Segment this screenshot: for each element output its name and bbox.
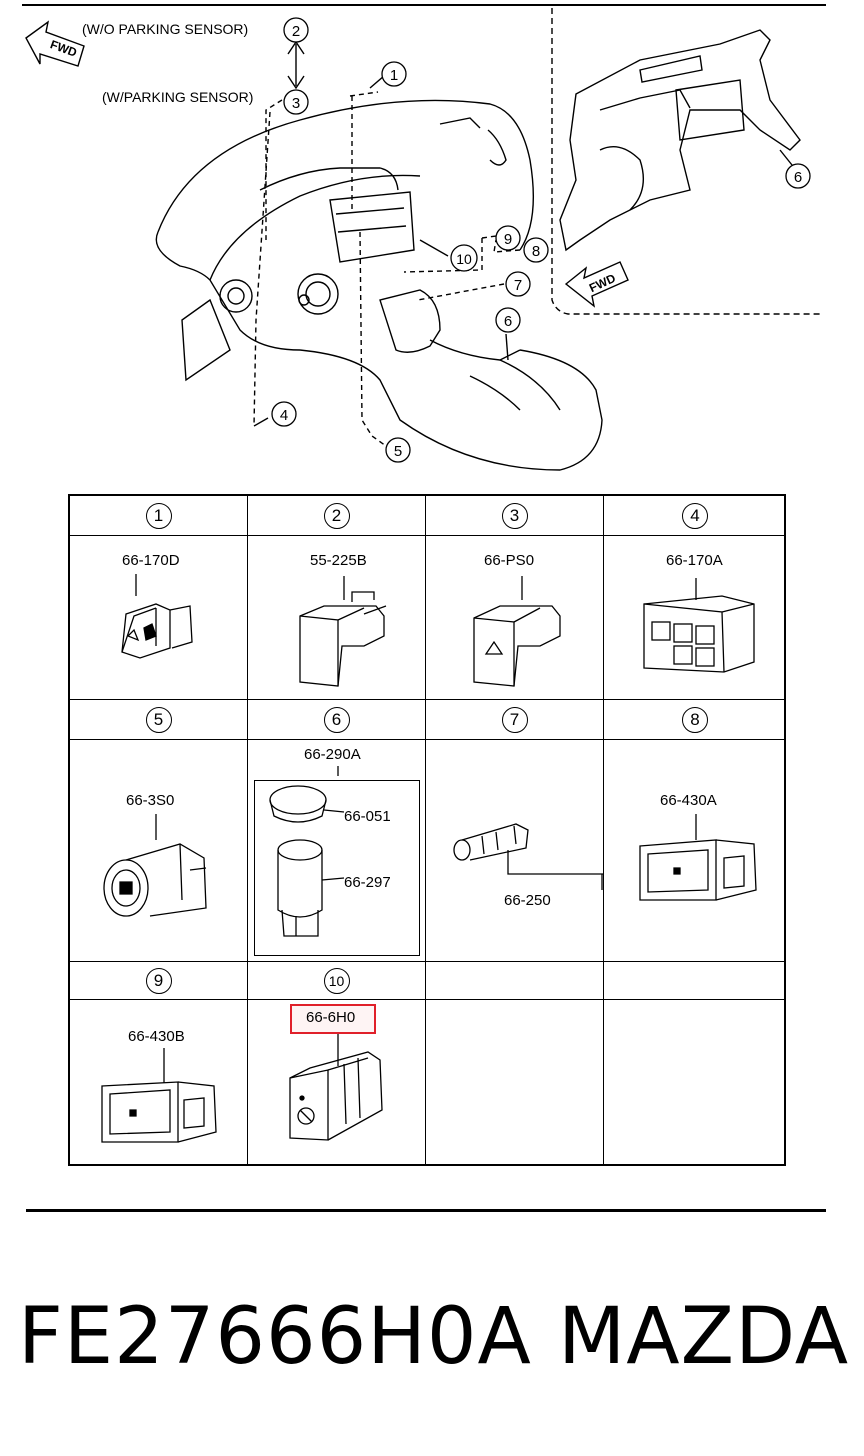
item-number-badge: 4 xyxy=(682,502,708,529)
table-header-cell: 4 xyxy=(604,496,786,536)
part-cell-6: 66-290A 66-051 66-297 xyxy=(248,740,426,962)
callout-1: 1 xyxy=(381,61,407,87)
hazard-switch-icon xyxy=(473,576,561,687)
callout-5: 5 xyxy=(385,437,411,463)
item-number-badge: 8 xyxy=(682,706,708,733)
callout-2: 2 xyxy=(283,17,309,43)
part-cell-9: 66-430B xyxy=(70,1000,248,1164)
callout-3: 3 xyxy=(283,89,309,115)
item-number-badge: 7 xyxy=(501,706,528,733)
sensor-without-label: (W/O PARKING SENSOR) xyxy=(82,21,248,37)
cigar-socket-icon xyxy=(269,766,345,937)
callout-6-right: 6 xyxy=(785,163,811,189)
table-header-cell: 6 xyxy=(248,700,426,740)
part-code-highlighted: 66-6H0 xyxy=(306,1009,356,1026)
subassembly-box xyxy=(254,780,420,956)
fwd-arrow-left-icon xyxy=(25,20,85,67)
rear-switch-icon xyxy=(289,1034,383,1141)
part-code: 66-3S0 xyxy=(126,792,175,809)
part-code: 66-250 xyxy=(504,892,551,909)
part-code: 66-430A xyxy=(660,792,717,809)
part-cell-10: 66-6H0 xyxy=(248,1000,426,1164)
table-header-cell: 9 xyxy=(70,962,248,1000)
callout-9: 9 xyxy=(495,225,521,251)
sensor-with-label: (W/PARKING SENSOR) xyxy=(102,89,253,105)
table-header-cell: 3 xyxy=(426,496,604,536)
svg-text:6: 6 xyxy=(794,169,802,186)
item-number-badge: 10 xyxy=(323,967,350,994)
part-cell-4: 66-170A xyxy=(604,536,786,700)
part-code: 66-170D xyxy=(122,552,180,569)
part-cell-8: 66-430A xyxy=(604,740,786,962)
table-header-cell-empty xyxy=(604,962,786,1000)
callout-7: 7 xyxy=(505,271,531,297)
svg-text:2: 2 xyxy=(292,23,300,40)
blank-switch-icon xyxy=(299,576,387,687)
part-cell-5: 66-3S0 xyxy=(70,740,248,962)
item-number-badge: 5 xyxy=(145,706,172,733)
ignition-switch-icon xyxy=(103,814,207,917)
part-code: 55-225B xyxy=(310,552,367,569)
svg-text:10: 10 xyxy=(456,251,472,267)
table-header-cell: 8 xyxy=(604,700,786,740)
switch-panel-icon xyxy=(643,578,755,673)
part-cell-empty xyxy=(426,1000,604,1164)
callout-6: 6 xyxy=(495,307,521,333)
table-header-cell: 1 xyxy=(70,496,248,536)
part-cell-2: 55-225B xyxy=(248,536,426,700)
item-number-badge: 1 xyxy=(145,502,172,529)
indicator-switch-icon xyxy=(101,1048,217,1143)
svg-text:4: 4 xyxy=(280,407,288,424)
item-number-badge: 3 xyxy=(501,502,528,529)
part-cell-7: 66-250 xyxy=(426,740,604,962)
subpart-code: 66-051 xyxy=(344,808,391,825)
hazard-switch-icon xyxy=(121,574,193,659)
part-cell-3: 66-PS0 xyxy=(426,536,604,700)
item-number-badge: 2 xyxy=(323,502,350,529)
table-header-cell: 2 xyxy=(248,496,426,536)
svg-text:3: 3 xyxy=(292,95,300,112)
item-number-badge: 9 xyxy=(145,967,172,994)
svg-text:7: 7 xyxy=(514,277,522,294)
indicator-switch-icon xyxy=(639,814,757,901)
part-number: FE27666H0A xyxy=(18,1292,532,1382)
callout-4: 4 xyxy=(271,401,297,427)
table-header-cell-empty xyxy=(426,962,604,1000)
highlighted-part-box xyxy=(290,1004,376,1034)
fwd-arrow-right-icon xyxy=(564,261,629,308)
table-header-cell: 5 xyxy=(70,700,248,740)
part-cell-empty xyxy=(604,1000,786,1164)
dashboard-illustration: FWD FWD (W/O PARKING SENSOR) (W/PARKING … xyxy=(25,8,822,471)
top-border-line xyxy=(22,4,826,6)
part-code: 66-290A xyxy=(304,746,361,763)
svg-text:8: 8 xyxy=(532,243,540,260)
subpart-code: 66-297 xyxy=(344,874,391,891)
lighter-icon xyxy=(453,823,604,890)
item-number-badge: 6 xyxy=(323,706,350,733)
table-header-cell: 10 xyxy=(248,962,426,1000)
svg-text:1: 1 xyxy=(390,67,398,84)
svg-text:9: 9 xyxy=(504,231,512,248)
part-code: 66-430B xyxy=(128,1028,185,1045)
footer-divider xyxy=(26,1209,826,1212)
svg-text:5: 5 xyxy=(394,443,402,460)
callout-8: 8 xyxy=(523,237,549,263)
table-header-cell: 7 xyxy=(426,700,604,740)
svg-text:6: 6 xyxy=(504,313,512,330)
brand-name: MAZDA xyxy=(558,1292,850,1382)
part-code: 66-PS0 xyxy=(484,552,535,569)
part-cell-1: 66-170D xyxy=(70,536,248,700)
callout-10: 10 xyxy=(450,244,478,272)
parts-table: 1 2 3 4 66-170D 55-225B 66-PS0 66-170A xyxy=(68,494,786,1166)
part-code: 66-170A xyxy=(666,552,723,569)
